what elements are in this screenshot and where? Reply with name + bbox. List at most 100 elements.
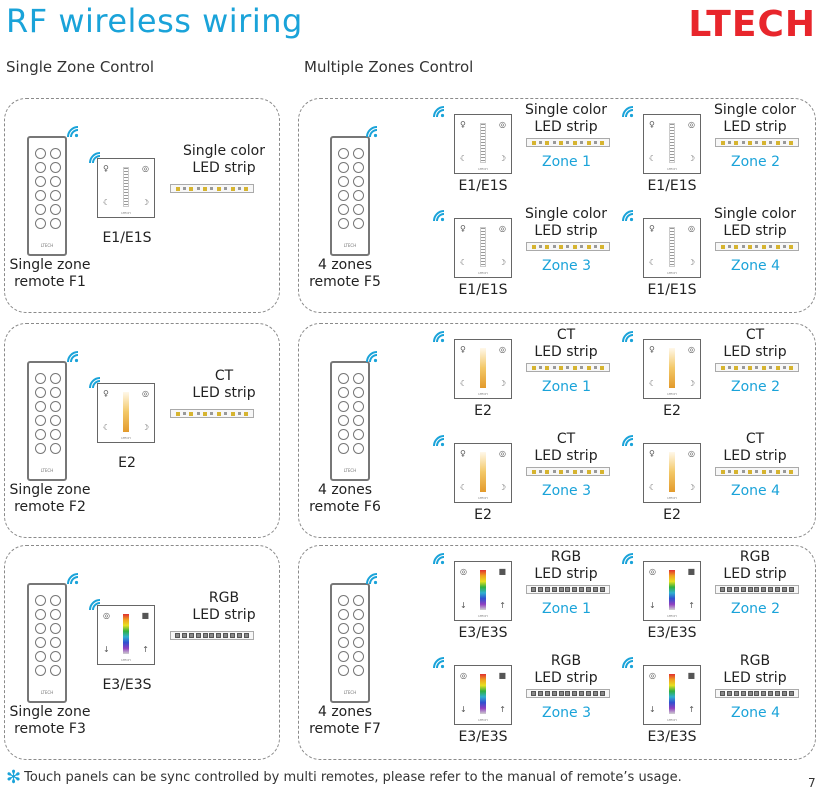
led-strip-icon: [526, 138, 610, 147]
panel-label: E1/E1S: [458, 178, 508, 194]
multi-zone-box: [298, 545, 816, 760]
panel-label: E2: [663, 403, 681, 419]
page-number: 7: [808, 776, 816, 790]
wifi-signal-icon: [621, 104, 635, 118]
single-zone-heading: Single Zone Control: [6, 58, 155, 76]
footnote-asterisk: ✻: [6, 767, 22, 788]
led-strip-icon: [526, 467, 610, 476]
wifi-signal-icon: [432, 655, 446, 669]
remote-control-icon: LTECH: [330, 583, 370, 703]
wifi-signal-icon: [621, 433, 635, 447]
wifi-signal-icon: [432, 433, 446, 447]
panel-label: E2: [118, 455, 136, 471]
wifi-signal-icon: [432, 551, 446, 565]
zone-label: Zone 1: [542, 379, 591, 395]
footnote-text: Touch panels can be sync controlled by m…: [24, 770, 682, 785]
zone-label: Zone 2: [731, 601, 780, 617]
led-strip-icon: [526, 363, 610, 372]
single-zone-box: [4, 98, 280, 313]
zone-label: Zone 3: [542, 483, 591, 499]
panel-label: E3/E3S: [102, 677, 152, 693]
touch-panel-icon: ♀◎☾☽LTECH: [643, 114, 701, 174]
panel-label: E1/E1S: [647, 282, 697, 298]
panel-label: E3/E3S: [647, 729, 697, 745]
multi-zone-box: [298, 98, 816, 313]
wifi-signal-icon: [432, 104, 446, 118]
wifi-signal-icon: [621, 551, 635, 565]
panel-label: E1/E1S: [458, 282, 508, 298]
touch-panel-icon: ♀◎☾☽LTECH: [454, 339, 512, 399]
wifi-signal-icon: [66, 349, 80, 363]
led-strip-icon: [170, 184, 254, 193]
led-strip-icon: [715, 138, 799, 147]
touch-panel-icon: ◎■↓↑LTECH: [454, 561, 512, 621]
zone-label: Zone 1: [542, 154, 591, 170]
led-strip-icon: [526, 689, 610, 698]
zone-label: Zone 4: [731, 705, 780, 721]
touch-panel-icon: ◎■↓↑LTECH: [643, 561, 701, 621]
wifi-signal-icon: [621, 208, 635, 222]
wifi-signal-icon: [621, 329, 635, 343]
multi-zone-box: [298, 323, 816, 538]
panel-label: E3/E3S: [647, 625, 697, 641]
single-zone-box: [4, 545, 280, 760]
ltech-logo: LTECH: [688, 4, 816, 45]
led-strip-icon: [715, 467, 799, 476]
wifi-signal-icon: [66, 124, 80, 138]
touch-panel-icon: ♀◎☾☽LTECH: [454, 218, 512, 278]
panel-label: E1/E1S: [102, 230, 152, 246]
led-strip-icon: [715, 363, 799, 372]
wifi-signal-icon: [432, 208, 446, 222]
touch-panel-icon: ♀◎☾☽LTECH: [643, 339, 701, 399]
zone-label: Zone 4: [731, 483, 780, 499]
zone-label: Zone 1: [542, 601, 591, 617]
led-strip-icon: [715, 585, 799, 594]
touch-panel-icon: ◎■↓↑LTECH: [454, 665, 512, 725]
multiple-zones-heading: Multiple Zones Control: [304, 58, 474, 76]
zone-label: Zone 3: [542, 705, 591, 721]
wifi-signal-icon: [365, 571, 379, 585]
touch-panel-icon: ◎■↓↑LTECH: [97, 605, 155, 665]
panel-label: E1/E1S: [647, 178, 697, 194]
zone-label: Zone 2: [731, 379, 780, 395]
panel-label: E2: [663, 507, 681, 523]
panel-label: E3/E3S: [458, 729, 508, 745]
zone-label: Zone 3: [542, 258, 591, 274]
touch-panel-icon: ♀◎☾☽LTECH: [454, 114, 512, 174]
panel-label: E2: [474, 403, 492, 419]
led-strip-icon: [526, 585, 610, 594]
touch-panel-icon: ◎■↓↑LTECH: [643, 665, 701, 725]
touch-panel-icon: ♀◎☾☽LTECH: [454, 443, 512, 503]
footnote: ✻Touch panels can be sync controlled by …: [6, 767, 682, 788]
wifi-signal-icon: [621, 655, 635, 669]
remote-control-icon: LTECH: [27, 583, 67, 703]
led-strip-icon: [715, 689, 799, 698]
wifi-signal-icon: [66, 571, 80, 585]
led-strip-icon: [170, 409, 254, 418]
zone-label: Zone 2: [731, 154, 780, 170]
touch-panel-icon: ♀◎☾☽LTECH: [97, 383, 155, 443]
led-strip-icon: [170, 631, 254, 640]
touch-panel-icon: ♀◎☾☽LTECH: [643, 443, 701, 503]
remote-control-icon: LTECH: [27, 361, 67, 481]
single-zone-box: [4, 323, 280, 538]
remote-control-icon: LTECH: [330, 361, 370, 481]
led-strip-icon: [526, 242, 610, 251]
panel-label: E2: [474, 507, 492, 523]
